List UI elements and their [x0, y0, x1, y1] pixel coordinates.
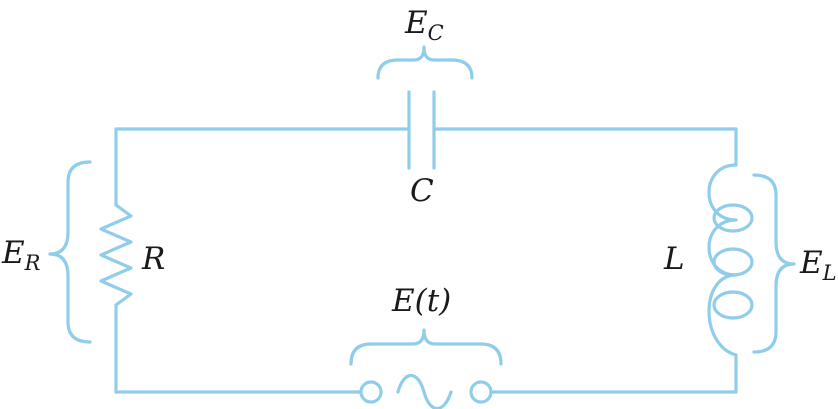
inductor-loop-2 [712, 247, 754, 277]
resistor-symbol: R [142, 241, 166, 277]
resistor-voltage-main: E [2, 235, 25, 271]
capacitor-voltage-main: E [405, 5, 428, 41]
capacitor-voltage-label: EC [405, 5, 444, 44]
resistor-label: R [142, 244, 165, 275]
resistor-zigzag [99, 203, 133, 307]
source-terminal-left [359, 380, 383, 404]
source-symbol: E(t) [392, 283, 452, 319]
inductor-loop-3 [712, 290, 754, 320]
source-label: E(t) [392, 286, 451, 317]
inductor-loop-1 [712, 203, 754, 233]
source-sine-icon [396, 373, 453, 409]
inductor-voltage-label: EL [800, 245, 837, 284]
inductor-symbol: L [664, 241, 685, 277]
capacitor-symbol: C [410, 173, 434, 209]
capacitor-voltage-brace [376, 45, 474, 80]
capacitor-label: C [410, 176, 434, 207]
source-terminal-right [469, 380, 493, 404]
resistor-voltage-brace [48, 160, 92, 344]
inductor-label: L [664, 244, 685, 275]
inductor-voltage-brace [752, 173, 796, 354]
resistor-voltage-label: ER [2, 235, 40, 274]
source-voltage-brace [349, 328, 503, 366]
inductor-voltage-main: E [800, 245, 823, 281]
inductor-voltage-sub: L [822, 261, 837, 285]
resistor-voltage-sub: R [24, 251, 41, 275]
capacitor-voltage-sub: C [427, 21, 444, 45]
